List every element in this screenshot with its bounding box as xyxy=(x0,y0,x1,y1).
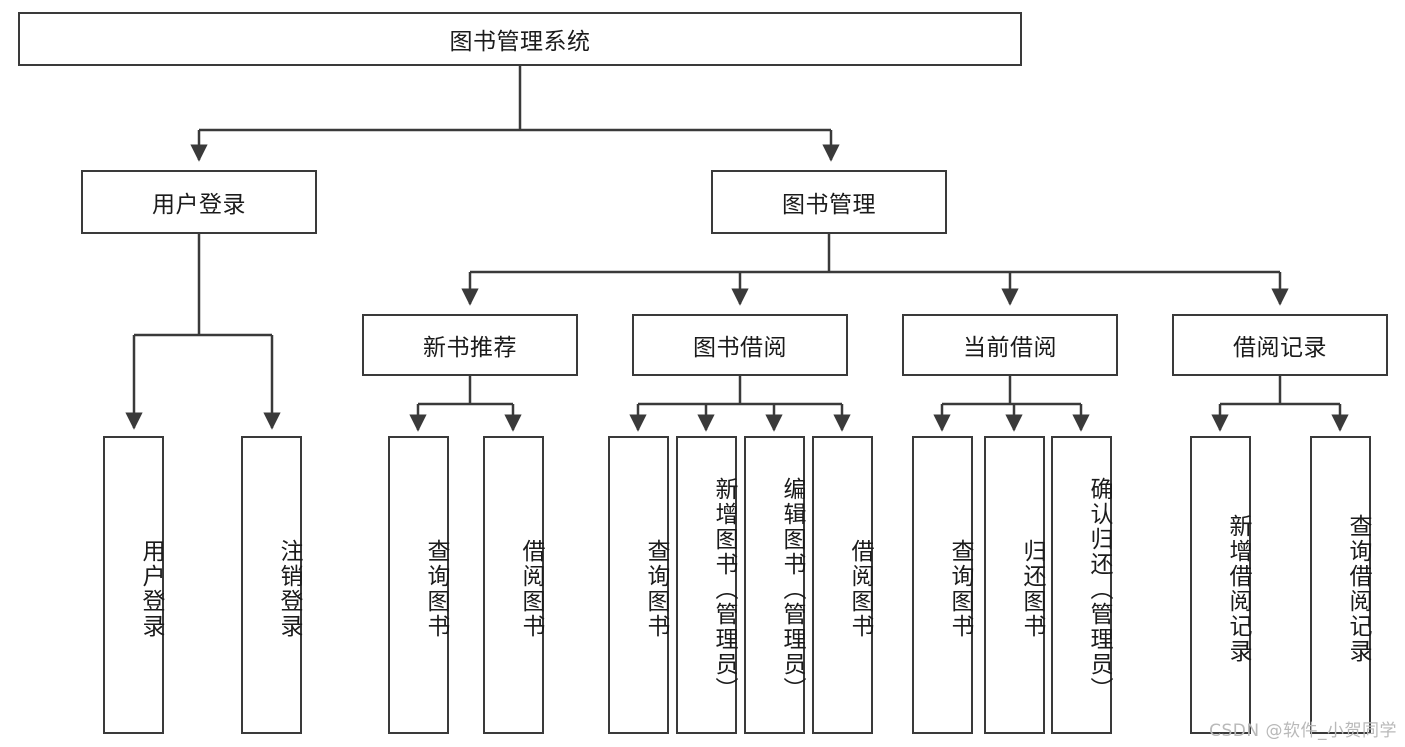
node-leaf-borrow-book-label: 借阅图书 xyxy=(847,539,873,639)
node-root-label: 图书管理系统 xyxy=(449,29,591,55)
csdn-watermark: CSDN @软件_小贺同学 xyxy=(1209,721,1397,741)
node-current-borrow-label: 当前借阅 xyxy=(963,335,1057,361)
node-leaf-add-book-label: 新增图书（管理员） xyxy=(711,476,737,702)
node-leaf-logout[interactable]: 注销登录 xyxy=(241,436,302,734)
node-leaf-borrow-book-rec-label: 借阅图书 xyxy=(518,539,544,639)
node-leaf-query-record[interactable]: 查询借阅记录 xyxy=(1310,436,1371,734)
node-leaf-logout-label: 注销登录 xyxy=(276,539,302,639)
node-leaf-query-record-label: 查询借阅记录 xyxy=(1345,514,1371,664)
node-user-login[interactable]: 用户登录 xyxy=(81,170,317,234)
node-leaf-return-book[interactable]: 归还图书 xyxy=(984,436,1045,734)
node-leaf-query-book-rec[interactable]: 查询图书 xyxy=(388,436,449,734)
node-leaf-query-book-cur-label: 查询图书 xyxy=(947,539,973,639)
node-root[interactable]: 图书管理系统 xyxy=(18,12,1022,66)
node-leaf-query-book-cur[interactable]: 查询图书 xyxy=(912,436,973,734)
node-leaf-confirm-return-label: 确认归还（管理员） xyxy=(1086,476,1112,702)
node-user-login-label: 用户登录 xyxy=(152,192,246,218)
node-leaf-user-login-label: 用户登录 xyxy=(138,539,164,639)
node-leaf-confirm-return[interactable]: 确认归还（管理员） xyxy=(1051,436,1112,734)
node-book-borrow[interactable]: 图书借阅 xyxy=(632,314,848,376)
node-book-management[interactable]: 图书管理 xyxy=(711,170,947,234)
node-current-borrow[interactable]: 当前借阅 xyxy=(902,314,1118,376)
node-leaf-user-login[interactable]: 用户登录 xyxy=(103,436,164,734)
node-leaf-add-record-label: 新增借阅记录 xyxy=(1225,514,1251,664)
node-new-book-recommend[interactable]: 新书推荐 xyxy=(362,314,578,376)
node-leaf-borrow-book[interactable]: 借阅图书 xyxy=(812,436,873,734)
node-borrow-record[interactable]: 借阅记录 xyxy=(1172,314,1388,376)
node-leaf-query-book-borrow-label: 查询图书 xyxy=(643,539,669,639)
node-leaf-query-book-borrow[interactable]: 查询图书 xyxy=(608,436,669,734)
node-leaf-return-book-label: 归还图书 xyxy=(1019,539,1045,639)
node-leaf-edit-book-label: 编辑图书（管理员） xyxy=(779,476,805,702)
node-leaf-query-book-rec-label: 查询图书 xyxy=(423,539,449,639)
node-leaf-add-book[interactable]: 新增图书（管理员） xyxy=(676,436,737,734)
node-new-book-recommend-label: 新书推荐 xyxy=(423,335,517,361)
node-book-borrow-label: 图书借阅 xyxy=(693,335,787,361)
node-leaf-add-record[interactable]: 新增借阅记录 xyxy=(1190,436,1251,734)
node-leaf-edit-book[interactable]: 编辑图书（管理员） xyxy=(744,436,805,734)
node-leaf-borrow-book-rec[interactable]: 借阅图书 xyxy=(483,436,544,734)
node-book-management-label: 图书管理 xyxy=(782,192,876,218)
node-borrow-record-label: 借阅记录 xyxy=(1233,335,1327,361)
